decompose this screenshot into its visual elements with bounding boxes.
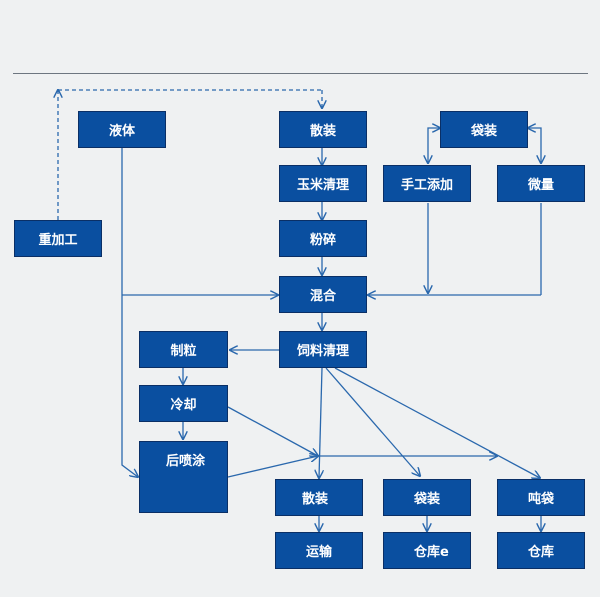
node-micro[interactable]: 微量 — [497, 165, 585, 202]
node-cooling[interactable]: 冷却 — [139, 385, 228, 422]
arrow-feedclean-to-bagout — [325, 367, 420, 476]
node-liquid[interactable]: 液体 — [78, 111, 166, 148]
arrow-bag-to-manual — [428, 128, 440, 163]
arrow-cool-to-junction — [227, 406, 318, 456]
arrow-liquid-to-coat — [121, 450, 138, 477]
node-bulk-intake[interactable]: 散装 — [279, 111, 367, 148]
node-bag-out[interactable]: 袋装 — [383, 479, 471, 516]
arrow-bag-to-micro — [528, 128, 541, 163]
node-mixing[interactable]: 混合 — [279, 276, 367, 313]
node-pelleting[interactable]: 制粒 — [139, 331, 228, 368]
arrow-coat-to-junction — [227, 456, 318, 478]
arrow-feedclean-to-tonbag — [334, 367, 540, 478]
node-bulk-out[interactable]: 散装 — [275, 479, 363, 516]
node-bag-intake[interactable]: 袋装 — [440, 111, 528, 148]
node-manual-add[interactable]: 手工添加 — [383, 165, 471, 202]
node-corn-cleaning[interactable]: 玉米清理 — [279, 165, 367, 202]
node-storage[interactable]: 仓库 — [497, 532, 585, 569]
node-heavy-processing[interactable]: 重加工 — [14, 220, 102, 257]
header-divider — [13, 73, 588, 74]
arrow-feedclean-to-bulkout — [319, 367, 322, 478]
node-ton-bag[interactable]: 吨袋 — [497, 479, 585, 516]
node-storage-e[interactable]: 仓库e — [383, 532, 471, 569]
node-transport[interactable]: 运输 — [275, 532, 363, 569]
node-grinding[interactable]: 粉碎 — [279, 220, 367, 257]
node-feed-cleaning[interactable]: 饲料清理 — [279, 331, 367, 368]
node-coating[interactable]: 后喷涂 — [139, 441, 228, 513]
